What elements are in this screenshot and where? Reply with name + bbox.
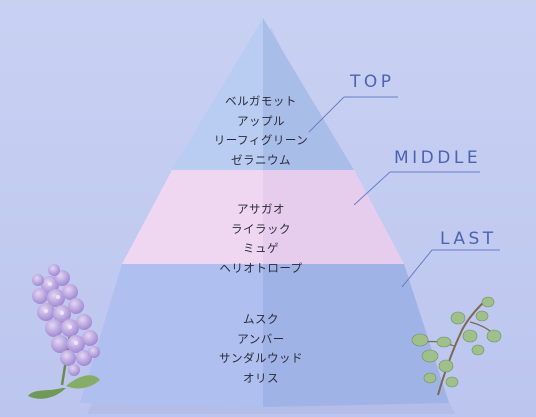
- note-item: アップル: [237, 113, 285, 128]
- tier-label-middle: MIDDLE: [394, 148, 482, 168]
- top-notes-list: ベルガモット アップル リーフィグリーン ゼラニウム: [168, 92, 354, 170]
- note-item: ライラック: [231, 221, 291, 236]
- eucalyptus-sprig-icon: [411, 296, 502, 396]
- note-item: ヘリオトロープ: [219, 260, 303, 275]
- note-item: サンダルウッド: [219, 351, 303, 365]
- last-notes-list: ムスク アンバー サンダルウッド オリス: [168, 310, 354, 388]
- note-item: ムスク: [243, 312, 279, 326]
- middle-notes-list: アサガオ ライラック ミュゲ ヘリオトロープ: [168, 200, 354, 278]
- lilac-flower-icon: [28, 264, 100, 399]
- note-item: ミュゲ: [243, 241, 279, 255]
- note-item: ベルガモット: [225, 94, 297, 108]
- note-item: アサガオ: [237, 202, 285, 216]
- tier-label-last: LAST: [440, 229, 497, 249]
- note-item: アンバー: [237, 331, 285, 346]
- note-item: ゼラニウム: [231, 152, 291, 167]
- tier-top: [172, 18, 263, 170]
- note-item: オリス: [243, 370, 279, 385]
- tier-label-top: TOP: [350, 72, 395, 92]
- note-item: リーフィグリーン: [213, 133, 309, 147]
